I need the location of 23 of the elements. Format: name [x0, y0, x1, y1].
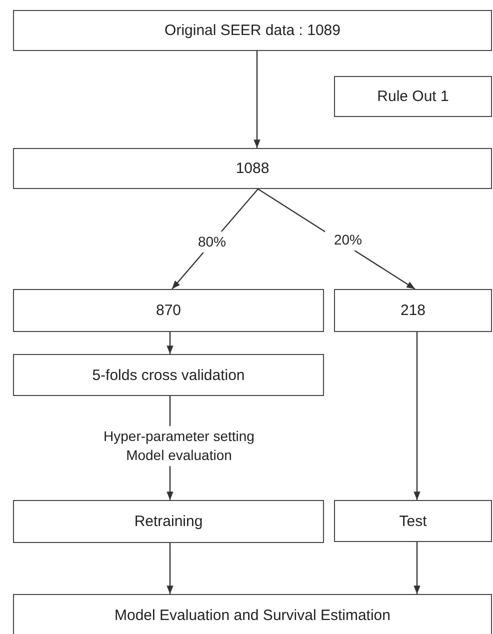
process-box: [334, 500, 492, 542]
box-text: Rule Out 1: [377, 88, 449, 105]
process-box: [13, 148, 492, 189]
arrow: [166, 332, 174, 354]
process-box: [13, 594, 492, 634]
box-text: Test: [399, 512, 427, 530]
box-text: 870: [156, 302, 182, 319]
process-box: [13, 500, 324, 543]
box-text: 5-folds cross validation: [92, 366, 245, 384]
box-text: Retraining: [134, 513, 203, 530]
process-box: [334, 76, 492, 117]
box-text: 218: [400, 302, 426, 319]
process-box: [334, 289, 492, 332]
process-box: [13, 354, 324, 396]
arrow: [166, 543, 174, 594]
box-text: 1088: [236, 160, 270, 177]
arrow: [254, 51, 260, 148]
process-box: [13, 10, 492, 51]
arrow: [414, 542, 420, 594]
box-text: Original SEER data : 1089: [164, 22, 340, 39]
process-box: [13, 289, 324, 332]
box-text: Model Evaluation and Survival Estimation: [114, 606, 390, 624]
arrow: [414, 332, 420, 500]
